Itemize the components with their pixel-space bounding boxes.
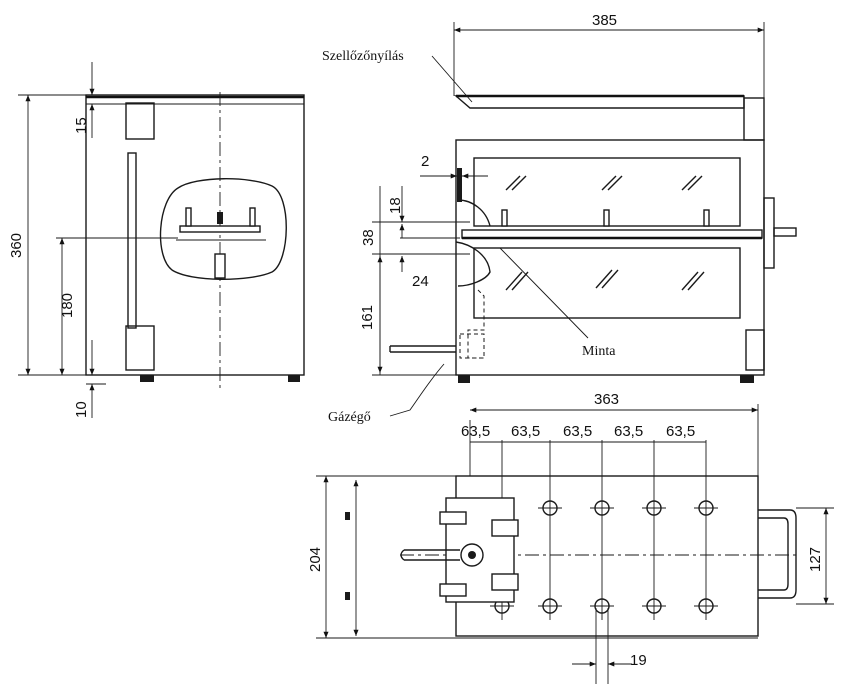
hole (694, 598, 718, 614)
label-vent: Szellőzőnyílás (322, 49, 404, 64)
hole (590, 500, 614, 516)
side-foot-left (140, 375, 154, 382)
dim-side-bottom: 10 (73, 401, 90, 418)
dim-front-h18: 18 (387, 197, 404, 214)
side-upper-hinge (125, 102, 155, 140)
side-burner-stub (214, 253, 226, 279)
label-sample: Minta (582, 344, 616, 359)
top-holes (490, 500, 718, 614)
top-view: 363 63,5 63,5 63,5 63,5 63,5 204 127 19 (307, 391, 834, 684)
front-foot-right (740, 375, 754, 383)
dim-pitch-2: 63,5 (511, 423, 540, 440)
top-gas-inlet-end (400, 549, 405, 561)
dim-top-width: 363 (594, 391, 619, 408)
front-glass-hatching (505, 175, 705, 291)
dim-front-gap: 2 (421, 153, 429, 170)
front-gas-inlet (389, 345, 456, 353)
dim-side-mid: 180 (59, 293, 76, 318)
front-pin (703, 209, 710, 227)
side-view: 360 15 180 10 (8, 62, 305, 418)
front-pin (501, 209, 508, 227)
dim-pitch-5: 63,5 (666, 423, 695, 440)
leader-sample (499, 247, 589, 339)
hole (538, 500, 562, 516)
dim-top-depth: 204 (307, 547, 324, 572)
front-knob-stem (773, 227, 797, 237)
dim-pitch-3: 63,5 (563, 423, 592, 440)
hole (642, 598, 666, 614)
dim-pitch-1: 63,5 (461, 423, 490, 440)
side-body-outline (85, 94, 305, 376)
top-burner-assembly (400, 497, 519, 603)
top-burner-clamp-lower (439, 583, 467, 597)
top-burner-clamp-upper (439, 511, 467, 525)
front-body-outline (455, 139, 765, 376)
dim-pitch-4: 63,5 (614, 423, 643, 440)
label-burner: Gázégő (328, 410, 371, 425)
top-burner-bracket-lower (491, 573, 519, 591)
side-tray-pin-center (217, 212, 223, 224)
side-window-opening (159, 178, 287, 280)
leader-vent (431, 55, 473, 103)
top-gas-inlet (404, 549, 460, 561)
front-right-post (745, 329, 765, 371)
top-slot-mark (345, 512, 350, 520)
dim-hole-width: 19 (630, 652, 647, 669)
front-left-wall (457, 168, 462, 202)
side-lower-hinge (125, 325, 155, 371)
side-tray-pin-right (249, 207, 256, 227)
leader-burner (389, 363, 445, 417)
top-slot-mark (345, 592, 350, 600)
top-burner-bracket-upper (491, 519, 519, 537)
side-tray-pin-left (185, 207, 192, 227)
front-right-cap (743, 97, 765, 141)
hole (538, 598, 562, 614)
side-foot-right (288, 375, 300, 382)
dim-front-h38: 38 (360, 229, 377, 246)
front-view: 385 2 18 38 24 161 Szellőzőnyílás Minta … (322, 12, 797, 425)
top-pitch-lines (469, 420, 707, 620)
side-door-strip (127, 152, 137, 329)
dim-side-height: 360 (8, 233, 25, 258)
front-gas-pipe-hidden (467, 289, 485, 359)
front-knob-plate (763, 197, 775, 269)
top-handle-inner (758, 517, 789, 591)
top-handle-outer (758, 509, 797, 599)
side-sample-tray (179, 225, 261, 233)
front-lid (454, 95, 745, 109)
hole (694, 500, 718, 516)
dim-handle-width: 127 (807, 547, 824, 572)
dim-front-h161: 161 (359, 305, 376, 330)
top-burner-nozzle-core (468, 551, 476, 559)
hole (642, 500, 666, 516)
hole (590, 598, 614, 614)
front-gas-valve-hidden (459, 333, 485, 359)
dim-front-h24: 24 (412, 273, 429, 290)
dim-front-width: 385 (592, 12, 617, 29)
front-burner-hook (455, 241, 491, 287)
front-foot-left (458, 375, 470, 383)
dim-side-top: 15 (73, 117, 90, 134)
front-pin (603, 209, 610, 227)
